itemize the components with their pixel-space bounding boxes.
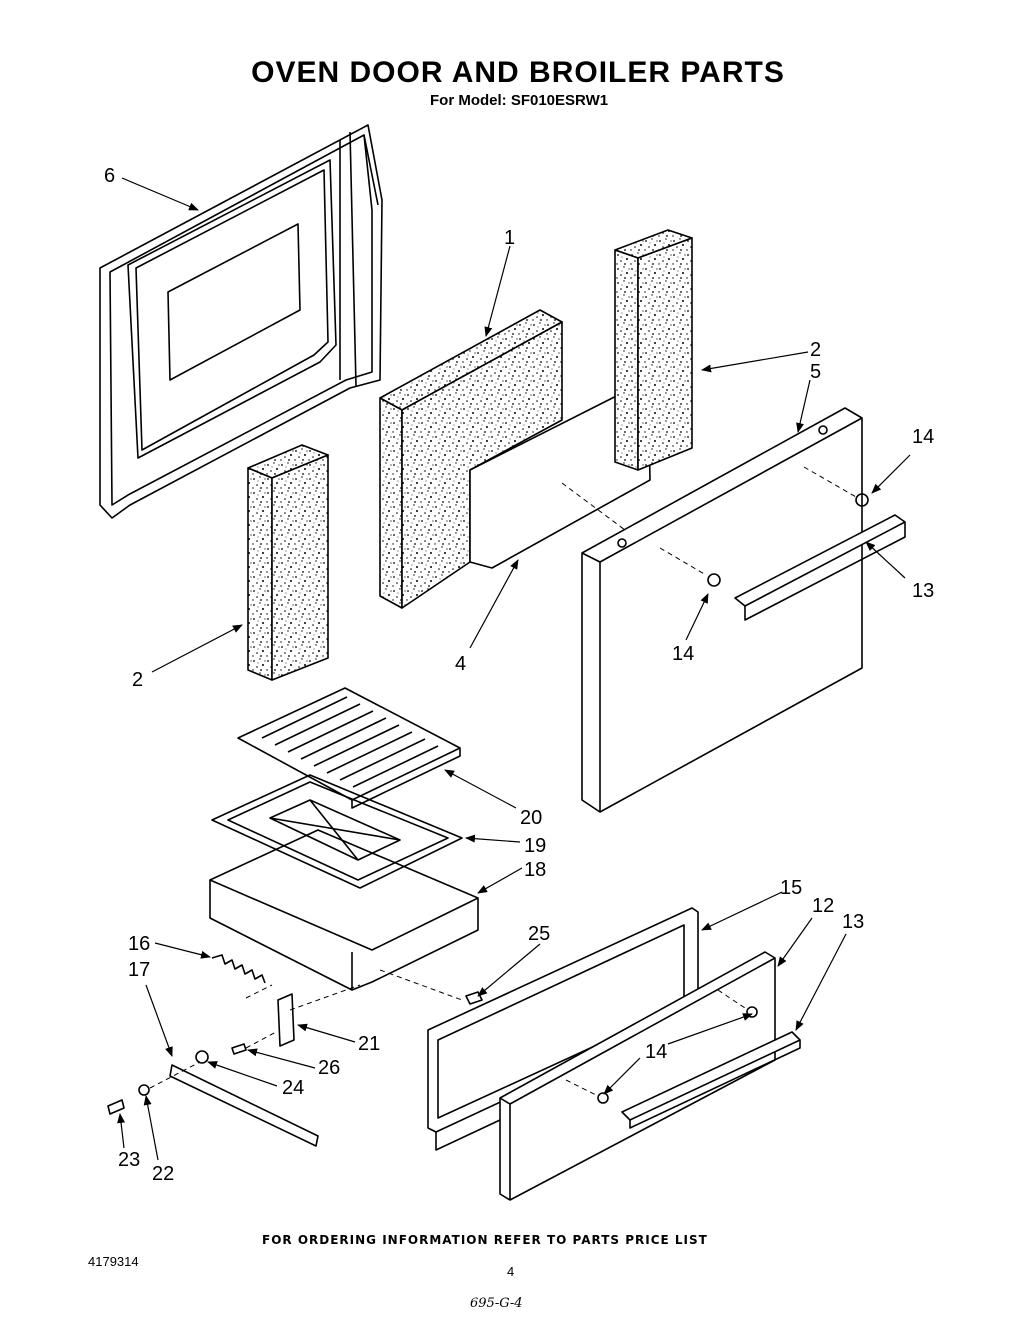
outer-door-panel (581, 407, 863, 813)
document-part-number: 4179314 (88, 1254, 139, 1269)
callout-15: 15 (780, 877, 802, 899)
callout-16: 16 (128, 933, 150, 955)
insulation-strip-upper (614, 229, 693, 471)
callout-5: 5 (810, 361, 821, 383)
handle-spacer (707, 573, 721, 587)
bracket (169, 1064, 319, 1147)
handle-spacer (597, 1092, 609, 1104)
callout-21: 21 (358, 1033, 380, 1055)
handle-spacer (855, 493, 869, 507)
door-insulation (379, 309, 563, 609)
nut (195, 1050, 209, 1064)
door-handle-lower (621, 1031, 801, 1129)
ordering-info-note: FOR ORDERING INFORMATION REFER TO PARTS … (262, 1233, 708, 1247)
callout-13-upper: 13 (912, 580, 934, 602)
callout-17: 17 (128, 959, 150, 981)
callout-1: 1 (504, 227, 515, 249)
door-handle-upper (734, 514, 906, 621)
callout-13-lower: 13 (842, 911, 864, 933)
callout-22: 22 (152, 1163, 174, 1185)
callout-19: 19 (524, 835, 546, 857)
page-number: 4 (507, 1264, 515, 1279)
washer (138, 1084, 150, 1096)
callout-23: 23 (118, 1149, 140, 1171)
callout-6: 6 (104, 165, 115, 187)
callout-14-lower: 14 (645, 1041, 667, 1063)
insulation-strip-lower (247, 444, 329, 681)
callout-18: 18 (524, 859, 546, 881)
callout-2-lower: 2 (132, 669, 143, 691)
callout-12: 12 (812, 895, 834, 917)
handwritten-note: 695-G-4 (470, 1296, 523, 1311)
latch (277, 993, 295, 1047)
inner-door-panel (99, 124, 383, 519)
callout-2-upper: 2 (810, 339, 821, 361)
callout-26: 26 (318, 1057, 340, 1079)
callout-20: 20 (520, 807, 542, 829)
callout-25: 25 (528, 923, 550, 945)
broiler-pan-insert (211, 774, 463, 889)
callout-4: 4 (455, 653, 466, 675)
screw (107, 1099, 125, 1115)
callout-14-upper: 14 (912, 426, 934, 448)
model-subtitle: For Model: SF010ESRW1 (430, 92, 609, 109)
screw (231, 1043, 247, 1055)
callout-24: 24 (282, 1077, 304, 1099)
callout-14-middle: 14 (672, 643, 694, 665)
clip (465, 991, 483, 1005)
broiler-pan (209, 829, 479, 991)
page-title: OVEN DOOR AND BROILER PARTS (251, 56, 785, 89)
broiler-grid (237, 687, 461, 809)
spring (211, 954, 266, 984)
